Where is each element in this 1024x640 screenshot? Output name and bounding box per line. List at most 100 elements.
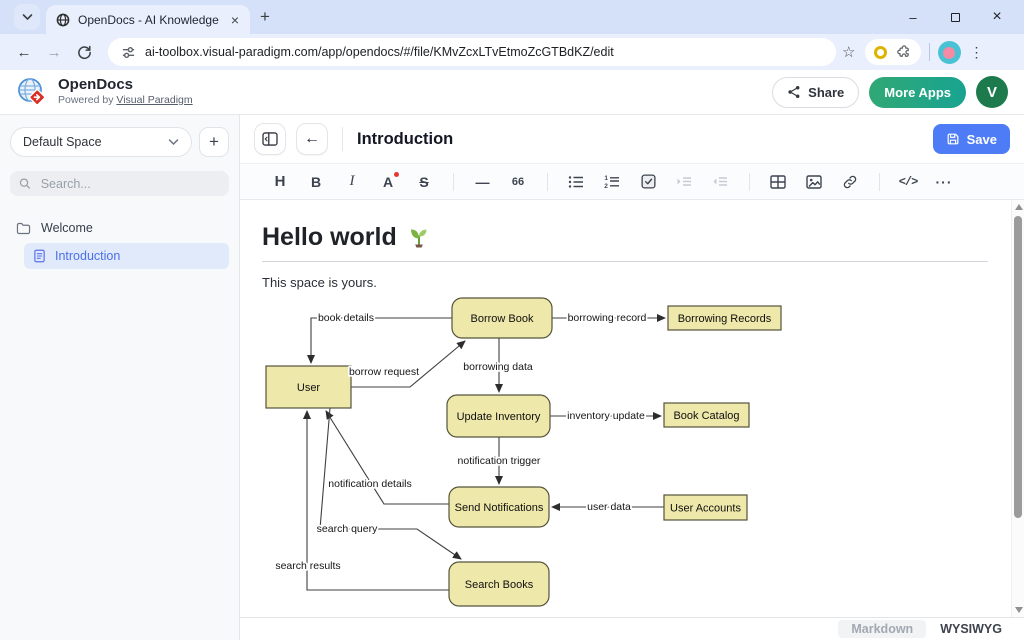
diagram-node-label: Borrowing Records (678, 313, 772, 325)
diagram-edge-label: user data (587, 501, 631, 513)
powered-by: Powered by Visual Paradigm (58, 94, 193, 107)
search-input[interactable] (38, 175, 220, 192)
tree-item-introduction[interactable]: Introduction (24, 243, 229, 269)
diagram-edge-label: borrow request (349, 366, 419, 378)
bold-button[interactable]: B (310, 173, 322, 190)
tab-search-button[interactable] (14, 4, 40, 30)
visual-paradigm-link[interactable]: Visual Paradigm (116, 93, 193, 106)
folder-icon (16, 222, 31, 234)
browser-forward-button[interactable]: → (46, 43, 62, 61)
diagram-node-user (265, 365, 352, 409)
text-color-button[interactable]: A (370, 171, 406, 190)
browser-tab[interactable]: OpenDocs - AI Knowledge Base × (46, 5, 250, 34)
sidebar-search[interactable] (10, 171, 229, 196)
share-label: Share (808, 84, 845, 100)
browser-reload-button[interactable] (70, 38, 98, 66)
heading-button[interactable]: H (274, 173, 286, 190)
diagram-edge (307, 317, 452, 364)
user-avatar[interactable]: V (976, 76, 1008, 108)
page-title: Introduction (357, 129, 454, 148)
diagram-node-label: User (297, 382, 321, 394)
maximize-icon (950, 12, 960, 22)
italic-button[interactable]: I (349, 173, 355, 189)
tab-close-button[interactable]: × (230, 11, 239, 28)
task-list-icon (640, 174, 656, 189)
scroll-up-arrow-icon[interactable] (1015, 204, 1023, 210)
link-button[interactable] (832, 174, 868, 190)
task-list-button[interactable] (630, 174, 666, 189)
bullet-list-button[interactable] (558, 175, 594, 189)
browser-menu-button[interactable]: ⋮ (969, 43, 984, 60)
search-icon (19, 178, 31, 189)
window-close-button[interactable]: × (992, 8, 1002, 25)
diagram-node-label: Update Inventory (457, 411, 541, 423)
blockquote-button[interactable]: 66 (511, 175, 525, 188)
opendocs-logo (18, 78, 46, 106)
markdown-mode-button[interactable]: Markdown (838, 620, 927, 638)
tree-item-label: Welcome (41, 221, 93, 235)
diagram-edge (319, 407, 462, 560)
space-selector[interactable]: Default Space (10, 127, 192, 157)
diagram-node-label: User Accounts (670, 503, 741, 515)
window-maximize-button[interactable] (936, 4, 974, 30)
save-button[interactable]: Save (932, 124, 1010, 154)
tree-item-welcome[interactable]: Welcome (10, 216, 229, 240)
numbered-list-icon: 12 (604, 175, 619, 189)
more-tools-button[interactable]: ··· (935, 173, 953, 190)
strikethrough-button[interactable]: S (419, 173, 429, 190)
diagram-node-borrowing-records (667, 305, 782, 331)
text-color-icon: A (383, 171, 400, 190)
doc-header: ← Introduction Save (240, 115, 1024, 163)
table-button[interactable] (760, 174, 796, 189)
tune-icon (122, 46, 135, 58)
url-field[interactable]: ai-toolbox.visual-paradigm.com/app/opend… (108, 38, 836, 66)
extensions-pill (865, 39, 922, 65)
doc-paragraph: This space is yours. (262, 275, 377, 290)
outdent-icon (713, 177, 727, 186)
indent-button[interactable] (666, 175, 702, 188)
code-button[interactable]: </> (898, 174, 919, 189)
editor-scrollbar[interactable] (1011, 200, 1024, 617)
diagram-edge-label: notification details (328, 478, 411, 490)
back-button[interactable]: ← (296, 123, 328, 155)
toggle-sidebar-button[interactable] (254, 123, 286, 155)
image-button[interactable] (796, 174, 832, 189)
diagram-edge-label: inventory update (567, 410, 645, 422)
brand-name: OpenDocs (58, 76, 134, 94)
share-button[interactable]: Share (772, 76, 860, 108)
bullet-list-icon (568, 175, 583, 188)
new-tab-button[interactable]: + (260, 7, 270, 26)
extensions-puzzle-icon[interactable] (896, 44, 912, 60)
wysiwyg-mode-button[interactable]: WYSIWYG (936, 620, 1006, 638)
more-apps-button[interactable]: More Apps (869, 76, 966, 108)
diagram-edge-label: notification trigger (458, 455, 541, 467)
diagram-node-label: Send Notifications (455, 502, 544, 514)
scroll-down-arrow-icon[interactable] (1015, 607, 1023, 613)
horizontal-rule-button[interactable]: — (475, 173, 490, 190)
panel-left-icon (262, 132, 278, 146)
diagram-edge-label: borrowing record (568, 312, 647, 324)
diagram-edge-label: book details (318, 312, 374, 324)
bookmark-star-icon[interactable]: ☆ (842, 44, 856, 61)
diagram-edge-label: search results (275, 560, 340, 572)
browser-profile-avatar[interactable] (938, 40, 962, 64)
app-header: OpenDocs Powered by Visual Paradigm Shar… (0, 70, 1024, 115)
extension-badge-icon[interactable] (874, 45, 888, 59)
document-content[interactable]: Hello world This space is yours. (240, 200, 1024, 617)
outdent-button[interactable] (702, 175, 738, 188)
url-text: ai-toolbox.visual-paradigm.com/app/opend… (145, 45, 614, 59)
diagram-node-search-books (448, 561, 550, 607)
scrollbar-thumb[interactable] (1014, 216, 1022, 518)
diagram-node-borrow-book (451, 297, 553, 339)
divider (738, 172, 760, 191)
browser-back-button[interactable]: ← (16, 43, 32, 61)
chevron-down-icon (168, 139, 179, 146)
add-space-button[interactable]: + (199, 127, 229, 157)
divider (536, 172, 558, 191)
divider (868, 172, 890, 191)
space-selector-value: Default Space (23, 135, 102, 149)
window-minimize-button[interactable]: – (909, 9, 917, 25)
